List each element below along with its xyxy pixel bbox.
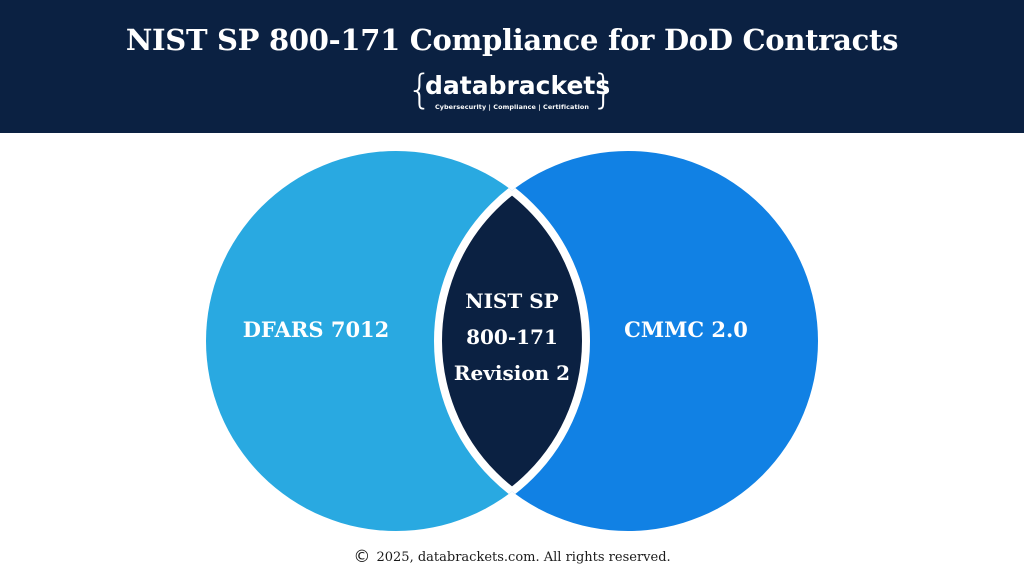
- copyright-icon: ©: [353, 547, 371, 567]
- left-brace-icon: {: [407, 67, 433, 113]
- venn-label-cmmc: CMMC 2.0: [624, 317, 748, 342]
- venn-intersection: [434, 151, 590, 531]
- copyright-footer: © 2025, databrackets.com. All rights res…: [0, 547, 1024, 568]
- venn-label-nist: NIST SP 800-171 Revision 2: [432, 283, 592, 391]
- logo-wordmark: databrackets: [425, 71, 611, 100]
- copyright-text: 2025, databrackets.com. All rights reser…: [376, 550, 671, 565]
- venn-label-dfars: DFARS 7012: [242, 317, 390, 342]
- databrackets-logo: { databrackets Cybersecurity | Complianc…: [407, 67, 617, 117]
- right-brace-icon: }: [591, 67, 617, 113]
- header-banner: NIST SP 800-171 Compliance for DoD Contr…: [0, 0, 1024, 133]
- venn-label-nist-line-3: Revision 2: [453, 361, 571, 385]
- venn-label-nist-line-1: NIST SP: [465, 289, 559, 313]
- logo-tagline: Cybersecurity | Compliance | Certificati…: [434, 103, 590, 111]
- venn-label-nist-line-2: 800-171: [466, 325, 558, 349]
- page-title: NIST SP 800-171 Compliance for DoD Contr…: [125, 23, 899, 57]
